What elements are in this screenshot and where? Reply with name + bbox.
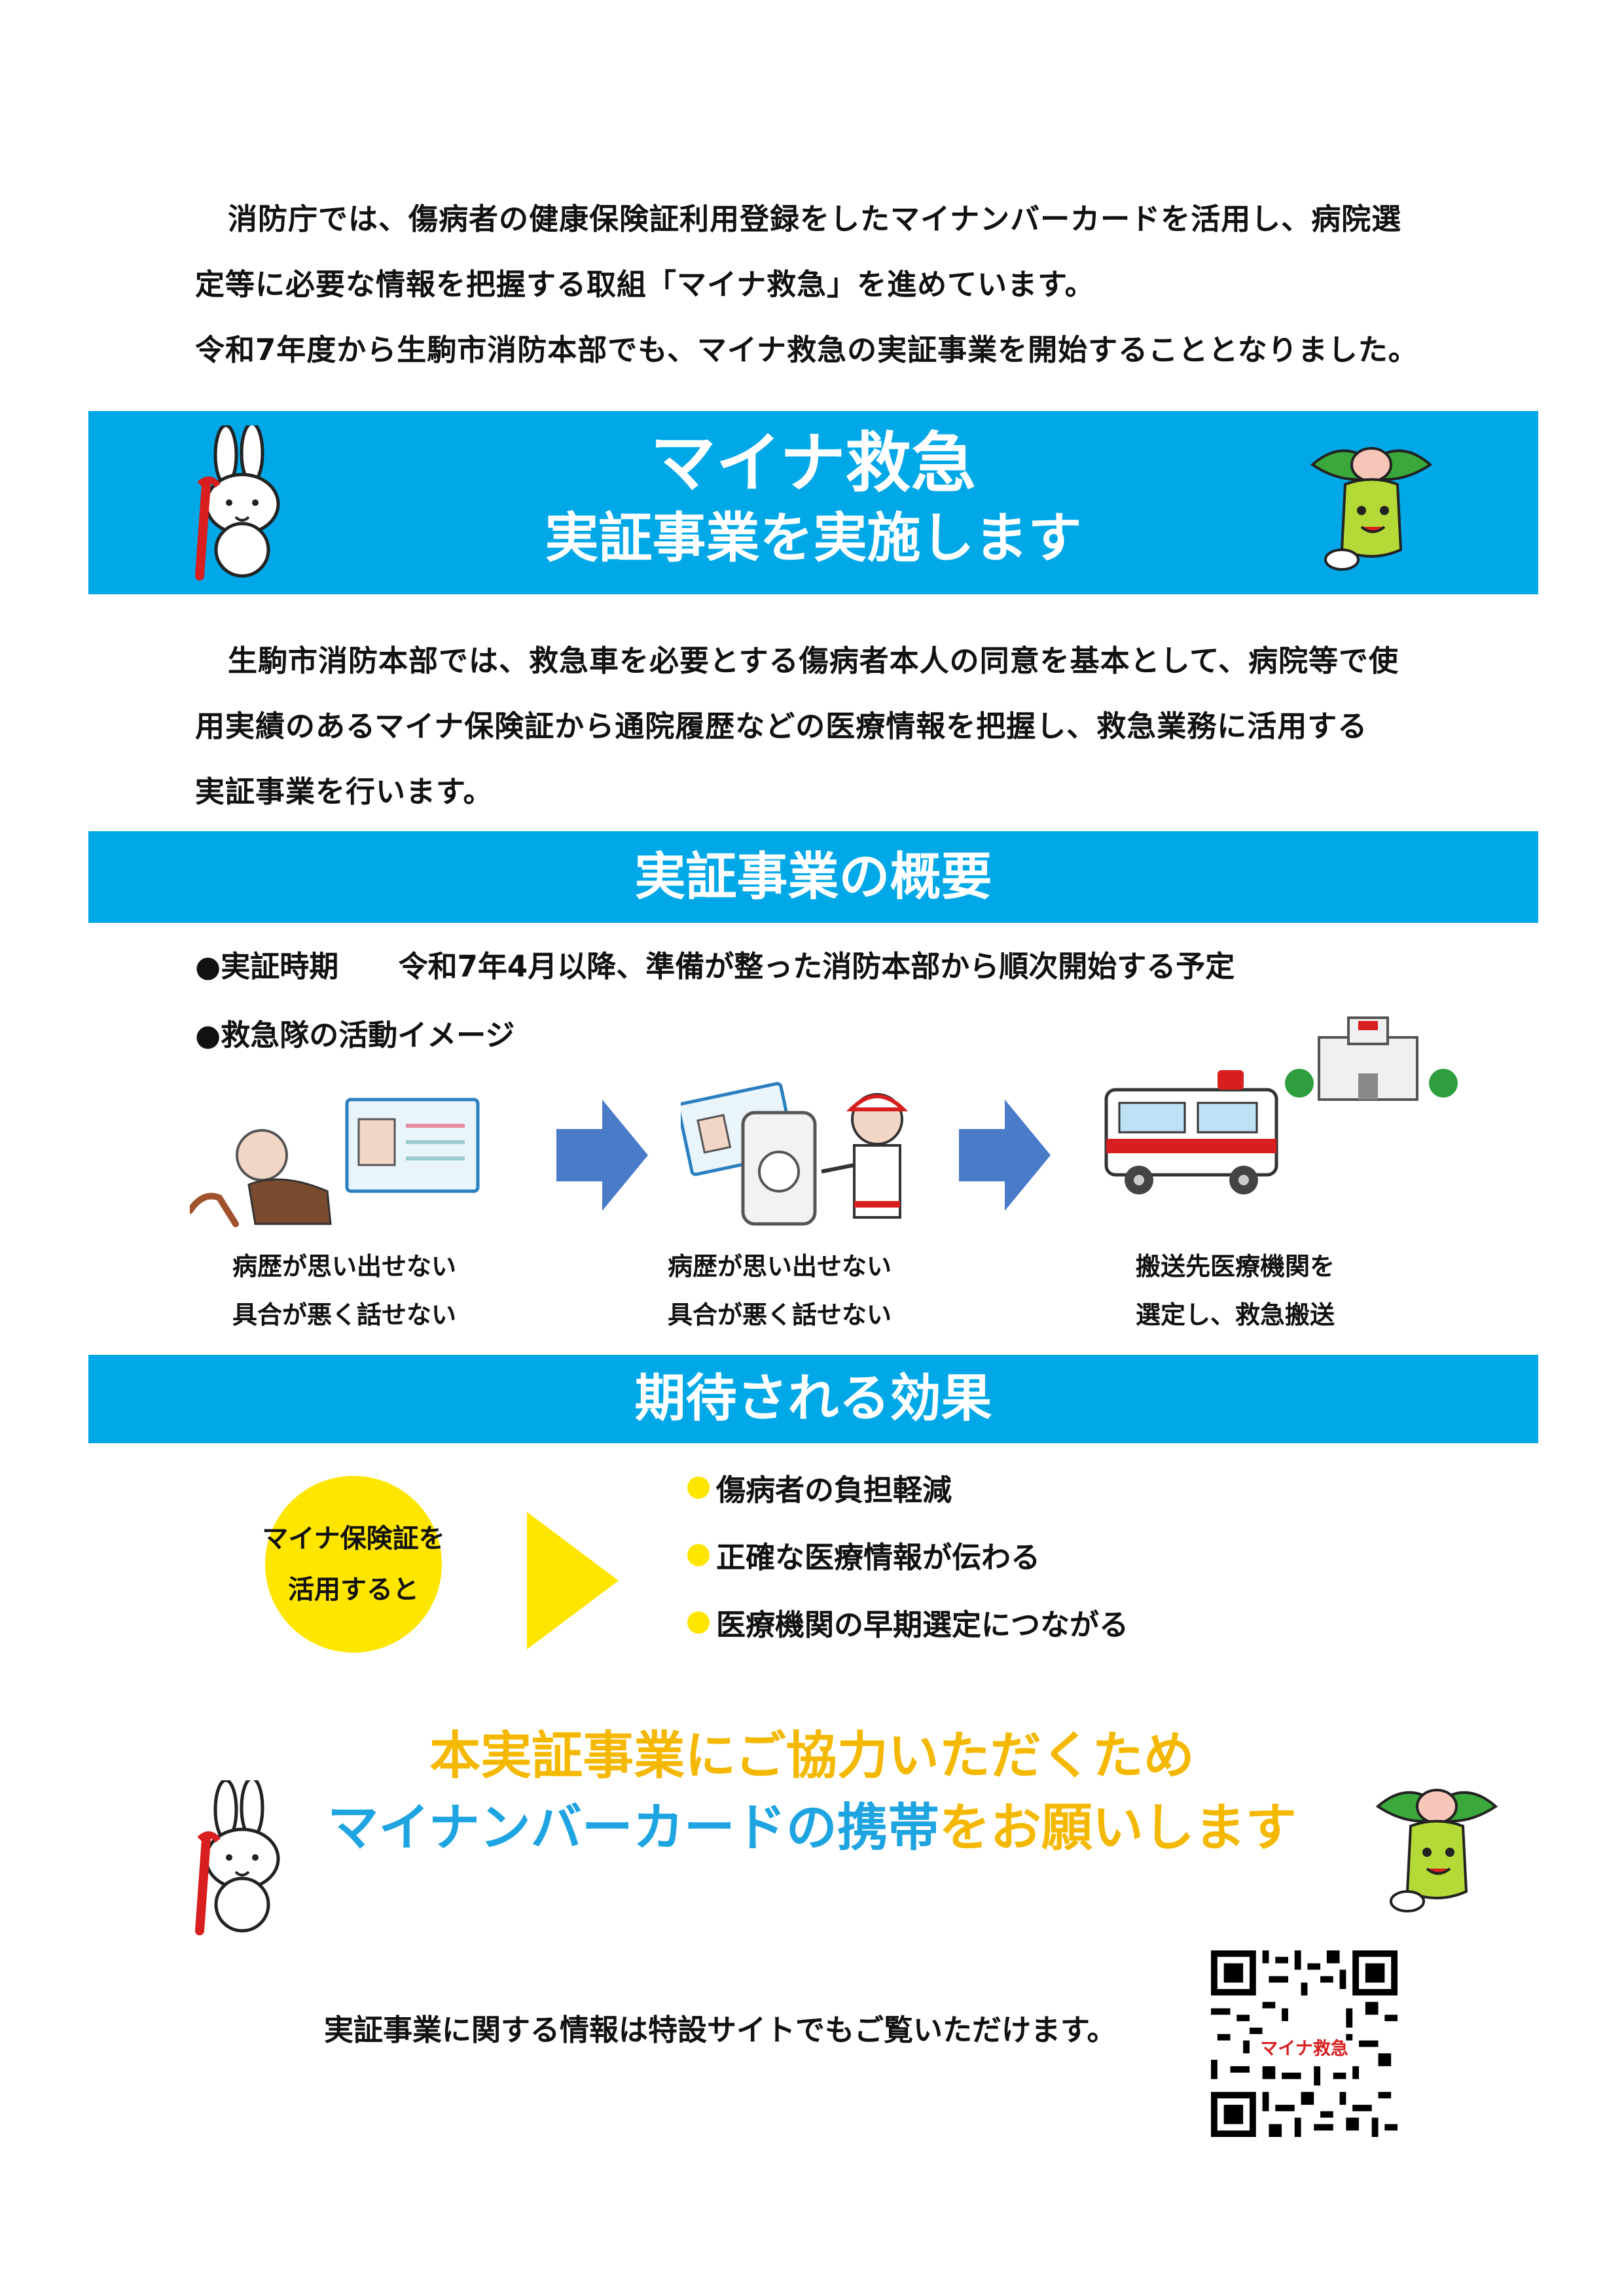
step1-line-2: 具合が悪く話せない xyxy=(232,1300,457,1329)
flow-arrow-1-icon xyxy=(556,1100,648,1211)
hero-subtitle: 実証事業を実施します xyxy=(545,507,1082,569)
usage-circle: マイナ保険証を 活用すると xyxy=(262,1476,445,1653)
leaf-mascot-bottom-icon xyxy=(1375,1789,1498,1912)
hero-banner: マイナ救急 実証事業を実施します xyxy=(88,411,1538,594)
intro-line-2: 定等に必要な情報を把握する取組「マイナ救急」を進めています。 xyxy=(195,267,1095,302)
circle-line-2: 活用すると xyxy=(288,1575,419,1605)
qr-label: マイナ救急 xyxy=(1260,2039,1348,2059)
step2-line-2: 具合が悪く話せない xyxy=(668,1300,892,1329)
effect-arrow-icon xyxy=(527,1512,619,1649)
qr-code-icon xyxy=(1211,1950,1398,2137)
leaf-mascot-icon xyxy=(1310,447,1433,571)
period-row: ●実証時期 令和7年4月以降、準備が整った消防本部から順次開始する予定 xyxy=(195,942,1235,985)
effect-item-3: 医療機関の早期選定につながる xyxy=(687,1601,1128,1643)
effect-bullet-icon xyxy=(687,1611,710,1634)
ambulance-icon xyxy=(1104,1070,1278,1194)
effect-bullet-icon xyxy=(687,1476,710,1499)
cta-request: をお願いします xyxy=(939,1799,1297,1857)
description-line-2: 用実績のあるマイナ保険証から通院履歴などの医療情報を把握し、救急業務に活用する xyxy=(195,709,1368,744)
effect-item-1: 傷病者の負担軽減 xyxy=(687,1466,952,1509)
flow-arrow-2-icon xyxy=(959,1100,1051,1211)
description-line-1: 生駒市消防本部では、救急車を必要とする傷病者本人の同意を基本として、病院等で使 xyxy=(228,643,1399,678)
elderly-patient-illustration-icon xyxy=(190,1098,480,1227)
cta-highlight: マイナンバーカードの携帯 xyxy=(327,1799,939,1857)
cta-line-1: 本実証事業にご協力いただくため xyxy=(429,1727,1195,1785)
effect-bullet-icon xyxy=(687,1543,710,1566)
step1-caption: 病歴が思い出せない 具合が悪く話せない xyxy=(232,1242,456,1339)
effect-item-2: 正確な医療情報が伝わる xyxy=(687,1534,1040,1576)
activity-image-label: ●救急隊の活動イメージ xyxy=(195,1018,515,1052)
step3-line-2: 選定し、救急搬送 xyxy=(1136,1300,1335,1329)
hospital-icon xyxy=(1285,1016,1458,1101)
step2-caption: 病歴が思い出せない 具合が悪く話せない xyxy=(668,1242,892,1339)
rabbit-mascot-icon xyxy=(195,425,280,581)
overview-heading: 実証事業の概要 xyxy=(88,831,1538,923)
period-label: ●実証時期 xyxy=(195,949,339,984)
cta-line-2: マイナンバーカードの携帯をお願いします xyxy=(0,1787,1624,1860)
footer-text: 実証事業に関する情報は特設サイトでもご覧いただけます。 xyxy=(324,2013,1117,2047)
step1-line-1: 病歴が思い出せない xyxy=(232,1252,457,1281)
effects-heading: 期待される効果 xyxy=(88,1355,1538,1443)
qr-code[interactable]: マイナ救急 xyxy=(1211,1950,1398,2137)
hero-title: マイナ救急 xyxy=(650,425,977,501)
card-reader-paramedic-illustration-icon xyxy=(681,1082,909,1226)
step3-line-1: 搬送先医療機関を xyxy=(1136,1252,1335,1281)
intro-paragraph: 消防庁では、傷病者の健康保険証利用登録をしたマイナンバーカードを活用し、病院選 … xyxy=(195,187,1439,383)
step2-line-1: 病歴が思い出せない xyxy=(668,1252,892,1281)
period-value: 令和7年4月以降、準備が整った消防本部から順次開始する予定 xyxy=(398,949,1235,984)
step3-caption: 搬送先医療機関を 選定し、救急搬送 xyxy=(1136,1242,1335,1339)
description-line-3: 実証事業を行います。 xyxy=(195,774,494,809)
circle-line-1: マイナ保険証を xyxy=(262,1524,445,1554)
intro-line-1: 消防庁では、傷病者の健康保険証利用登録をしたマイナンバーカードを活用し、病院選 xyxy=(228,202,1402,236)
rabbit-mascot-bottom-icon xyxy=(195,1780,280,1935)
intro-line-3: 令和7年度から生駒市消防本部でも、マイナ救急の実証事業を開始することとなりました… xyxy=(195,332,1418,367)
description-paragraph: 生駒市消防本部では、救急車を必要とする傷病者本人の同意を基本として、病院等で使 … xyxy=(195,628,1439,825)
